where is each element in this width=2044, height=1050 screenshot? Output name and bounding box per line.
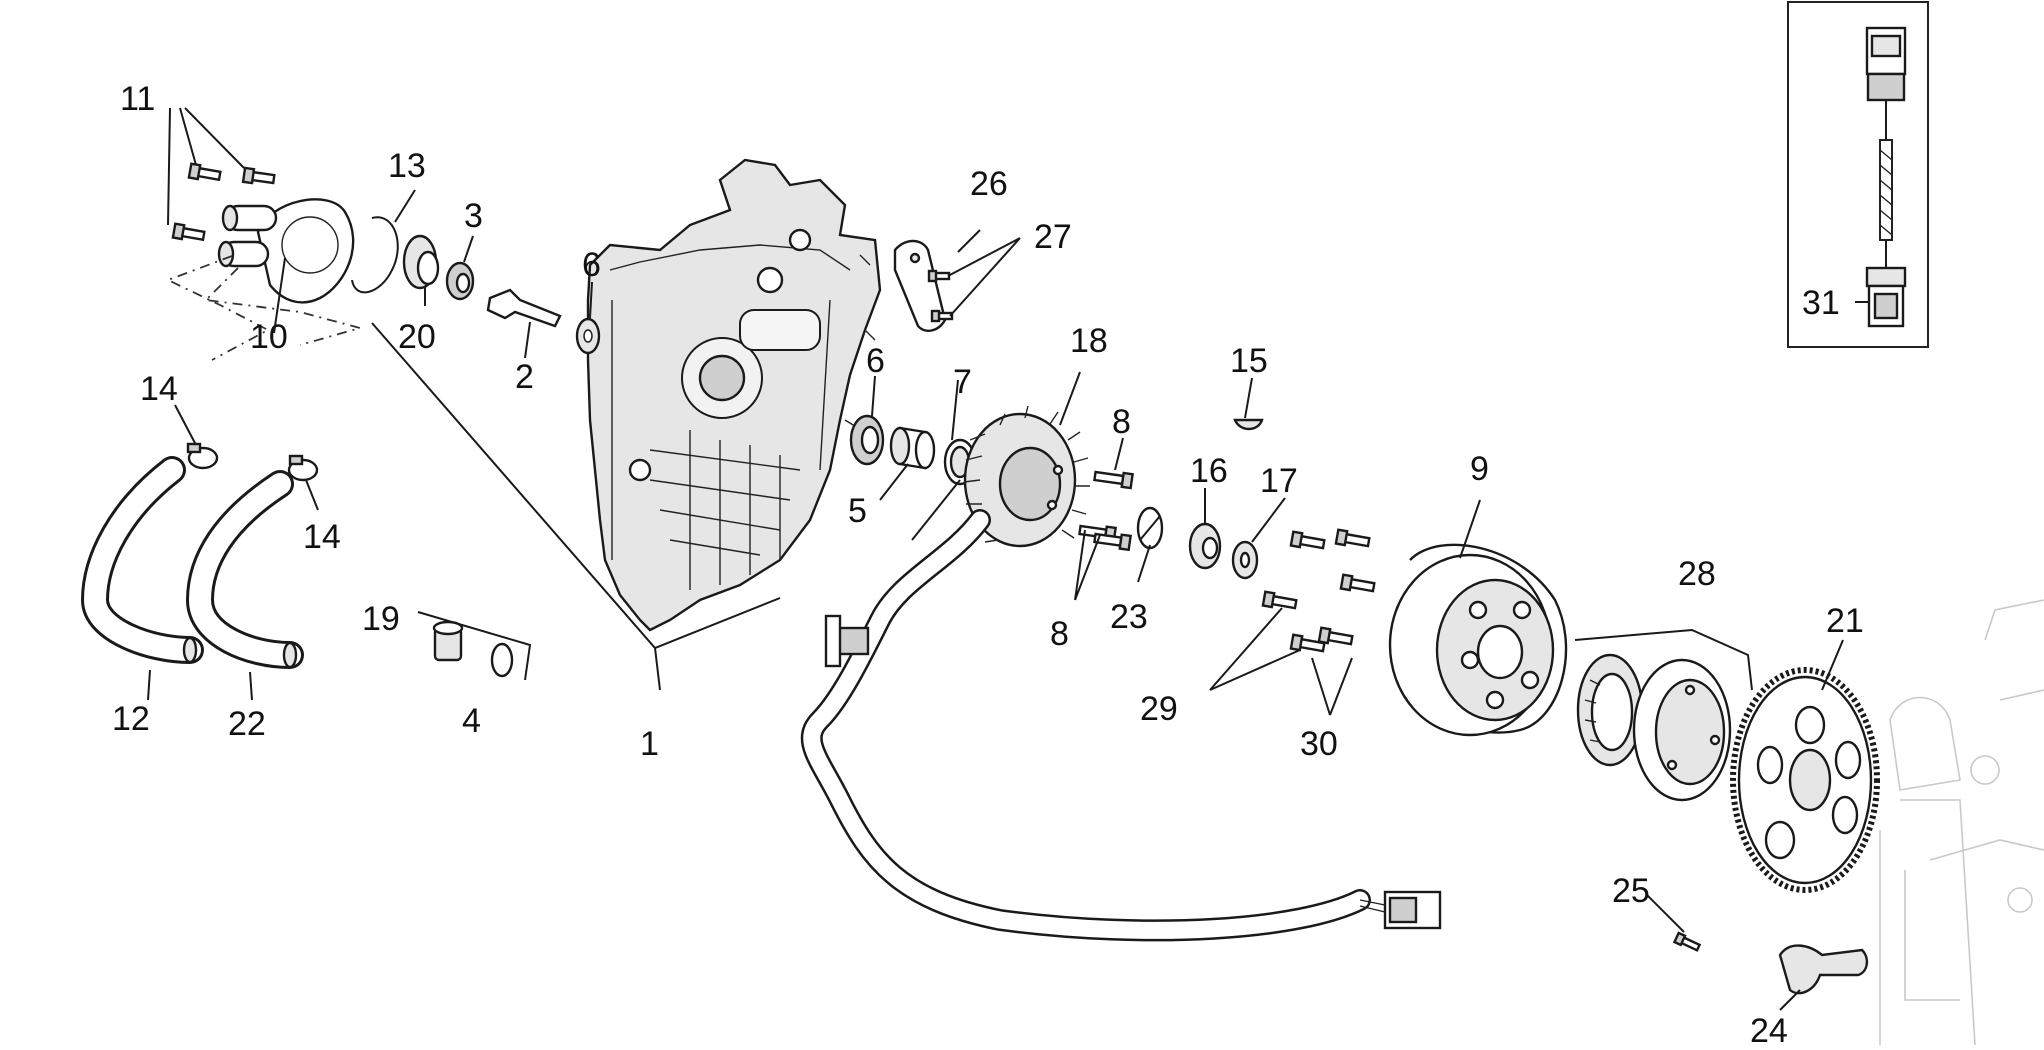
callout-labels: 11 13 3 6 10 20 2 14 14 12 22 19 4 1 26 …	[112, 80, 1864, 1050]
pump-gasket	[351, 216, 399, 294]
leader-19-4	[417, 611, 532, 681]
clutch-ring	[1632, 658, 1732, 802]
callout-25: 25	[1612, 872, 1650, 910]
flywheel-screws	[1261, 528, 1376, 653]
callout-11: 11	[120, 80, 155, 118]
callout-31: 31	[1802, 284, 1840, 322]
callout-5: 5	[848, 492, 867, 530]
o-ring	[490, 642, 514, 678]
callout-19: 19	[362, 600, 400, 638]
crankcase-cover	[586, 158, 882, 632]
leader-28	[1574, 628, 1753, 691]
callout-14: 14	[140, 370, 178, 408]
coolant-hose-right	[185, 470, 304, 669]
callout-26: 26	[970, 165, 1008, 203]
callout-17: 17	[1260, 462, 1298, 500]
pump-seal	[402, 234, 440, 290]
flywheel-washer	[1231, 540, 1259, 580]
callout-8: 8	[1050, 615, 1069, 653]
callout-6: 6	[582, 246, 601, 284]
callout-16: 16	[1190, 452, 1228, 490]
callout-23: 23	[1110, 598, 1148, 636]
callout-4: 4	[462, 702, 481, 740]
callout-2: 2	[515, 358, 534, 396]
flywheel-nut	[1188, 522, 1222, 570]
grommet	[1136, 506, 1164, 550]
callout-9: 9	[1470, 450, 1489, 488]
stator	[963, 405, 1090, 548]
oil-seal	[849, 414, 885, 466]
callout-24: 24	[1750, 1012, 1788, 1045]
bushing	[889, 426, 936, 470]
callout-14: 14	[303, 518, 341, 556]
woodruff-key	[1233, 418, 1264, 431]
pump-bearing	[445, 261, 475, 301]
engine-case-outline	[1879, 599, 2044, 1046]
bracket-screw	[1672, 931, 1702, 952]
starter-clutch	[1576, 653, 1644, 767]
callout-22: 22	[228, 705, 266, 743]
callout-1: 1	[640, 725, 659, 763]
callout-3: 3	[464, 197, 483, 235]
callout-7: 7	[953, 363, 972, 401]
coolant-hose-left	[80, 456, 204, 664]
pump-cover	[217, 198, 355, 304]
callout-27: 27	[1034, 218, 1072, 256]
callout-6: 6	[866, 342, 885, 380]
hose-clamp-left	[186, 442, 219, 470]
washer-left	[575, 317, 601, 355]
callout-18: 18	[1070, 322, 1108, 360]
callout-28: 28	[1678, 555, 1716, 593]
stator-bolts	[1078, 470, 1134, 552]
drain-plug	[432, 620, 464, 662]
pump-cover-screws	[171, 162, 276, 242]
flywheel	[1388, 543, 1568, 737]
callout-8: 8	[1112, 403, 1131, 441]
impeller-shaft	[486, 288, 562, 328]
hose-clamp-right	[287, 454, 319, 482]
callout-13: 13	[388, 147, 426, 185]
callout-29: 29	[1140, 690, 1178, 728]
leader-lines	[147, 107, 1870, 1011]
callout-21: 21	[1826, 602, 1864, 640]
callout-12: 12	[112, 700, 150, 738]
hose-connection-lines	[165, 255, 364, 361]
stator-wiring	[800, 509, 1442, 942]
callout-20: 20	[398, 318, 436, 356]
cover-plate-screws	[927, 269, 954, 323]
callout-10: 10	[250, 318, 288, 356]
bracket	[1778, 944, 1869, 995]
callout-15: 15	[1230, 342, 1268, 380]
inset-box-wiring-harness	[1787, 1, 1929, 348]
starter-gear	[1730, 667, 1880, 893]
callout-30: 30	[1300, 725, 1338, 763]
